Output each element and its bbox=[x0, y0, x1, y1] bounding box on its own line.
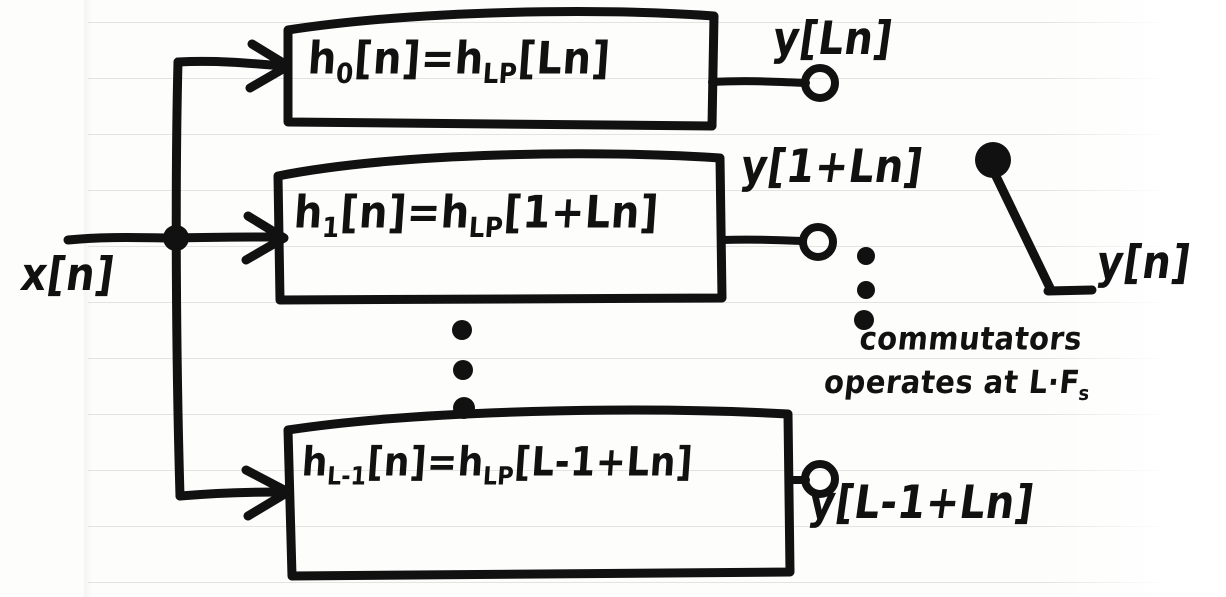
filter-1-lhs-subscript: 1 bbox=[320, 211, 341, 244]
branch-last-feed-wire bbox=[175, 487, 283, 501]
branch-0-feed-wire bbox=[173, 56, 287, 71]
commutator-ellipsis-dot bbox=[857, 281, 875, 299]
branch-1-output-wire bbox=[718, 235, 806, 245]
commutator-ellipsis-dot bbox=[854, 310, 874, 330]
filter-block-0-equation: h0[n]=hLP[Ln] bbox=[306, 33, 613, 90]
branch-ellipsis-dot bbox=[453, 360, 473, 380]
filter-1-rhs-arg: [1+Ln] bbox=[502, 187, 661, 239]
commutator-annotation-line1: commutators bbox=[857, 319, 1085, 358]
filter-last-rhs-subscript: LP bbox=[481, 461, 515, 491]
branch-ellipsis-dot bbox=[452, 320, 472, 340]
commutator-ellipsis-dot bbox=[857, 247, 875, 265]
commutator-pivot-dot bbox=[975, 142, 1011, 178]
annotation-prefix: operates at bbox=[822, 363, 1031, 401]
commutator-arm bbox=[989, 167, 1055, 293]
filter-block-last-outline bbox=[283, 405, 795, 581]
commutator-output-label: y[n] bbox=[1093, 236, 1195, 290]
filter-0-lhs-h: h bbox=[306, 33, 339, 85]
filter-last-equals: = bbox=[425, 439, 460, 486]
filter-block-0-outline bbox=[283, 7, 719, 131]
filter-1-rhs-subscript: LP bbox=[467, 211, 504, 244]
filter-0-equals: = bbox=[419, 33, 457, 85]
commutator-output-stub bbox=[1043, 285, 1097, 296]
filter-1-equals: = bbox=[405, 187, 443, 239]
filter-last-rhs-arg: [L-1+Ln] bbox=[512, 439, 695, 486]
filter-last-lhs-arg: [n] bbox=[365, 439, 429, 486]
filter-block-1-outline bbox=[273, 149, 727, 305]
branch-1-feed-wire bbox=[173, 232, 281, 243]
filter-last-rhs-h: h bbox=[456, 439, 486, 486]
branch-1-output-label: y[1+Ln] bbox=[737, 140, 927, 194]
filter-last-lhs-h: h bbox=[300, 439, 330, 486]
filter-0-rhs-arg: [Ln] bbox=[516, 33, 613, 85]
filter-0-rhs-h: h bbox=[453, 33, 486, 85]
distribution-bus-vertical bbox=[171, 57, 185, 501]
branch-ellipsis-dot bbox=[453, 397, 475, 419]
commutator-contact-0 bbox=[801, 64, 839, 102]
filter-1-lhs-h: h bbox=[292, 187, 325, 239]
branch-0-output-label: y[Ln] bbox=[769, 12, 897, 66]
filter-0-lhs-arg: [n] bbox=[352, 33, 423, 85]
commutator-annotation-line2: operates at L·Fs bbox=[822, 363, 1092, 405]
filter-0-rhs-subscript: LP bbox=[481, 57, 518, 90]
commutator-contact-1 bbox=[799, 223, 837, 261]
filter-1-rhs-h: h bbox=[439, 187, 472, 239]
commutator-contact-last bbox=[801, 460, 839, 498]
filter-block-1-equation: h1[n]=hLP[1+Ln] bbox=[292, 187, 661, 244]
filter-0-lhs-subscript: 0 bbox=[334, 57, 355, 90]
filter-1-lhs-arg: [n] bbox=[338, 187, 409, 239]
branch-1-arrowhead bbox=[241, 211, 289, 265]
input-label: x[n] bbox=[17, 248, 118, 302]
input-wire bbox=[63, 233, 181, 245]
filter-block-last-equation: hL-1[n]=hLP[L-1+Ln] bbox=[300, 439, 695, 491]
branch-last-output-label: y[L-1+Ln] bbox=[805, 476, 1038, 530]
filter-last-lhs-subscript: L-1 bbox=[326, 461, 368, 491]
branch-0-output-wire bbox=[708, 77, 810, 87]
